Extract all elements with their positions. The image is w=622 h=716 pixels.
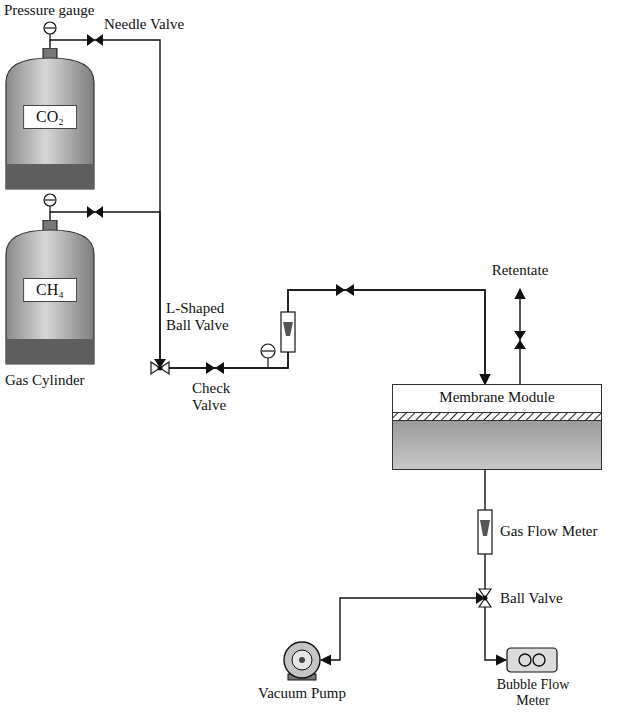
gas-feed-line (50, 212, 485, 384)
gas-feed-line (50, 40, 485, 384)
pressure-gauge (44, 194, 56, 212)
part-label: Ball Valve (500, 590, 600, 607)
gas-cylinder: CO₂ (5, 48, 95, 190)
vacuum-pump (284, 642, 320, 680)
ball-valve (476, 589, 491, 607)
needle-valve (87, 34, 103, 46)
check-valve (206, 362, 224, 374)
pressure-gauge (261, 344, 275, 368)
vacuum-line (321, 598, 485, 660)
feed-rotameter (281, 312, 295, 352)
part-label: L-Shaped Ball Valve (166, 300, 242, 335)
pressure-gauge (44, 22, 56, 40)
needle-valve (87, 206, 103, 218)
bubble-flow-meter (507, 648, 557, 672)
gas-name: CO₂ (23, 105, 77, 129)
part-label: Vacuum Pump (252, 685, 352, 702)
gas-flow-meter (478, 510, 492, 554)
line-valve (336, 284, 354, 296)
stream-label: Retentate (480, 262, 560, 279)
membrane-module: Membrane Module (392, 384, 602, 470)
module-name: Membrane Module (439, 389, 554, 406)
gas-name: CH₄ (23, 278, 77, 302)
retentate-valve (514, 331, 526, 349)
part-label: Gas Flow Meter (500, 523, 620, 540)
gas-cylinder: CH₄ (5, 220, 95, 365)
part-label: Bubble Flow Meter (490, 677, 576, 709)
part-label: Needle Valve (104, 16, 204, 33)
l-shaped-ball-valve (151, 359, 169, 374)
part-label: Check Valve (192, 380, 244, 415)
part-label: Gas Cylinder (5, 372, 115, 389)
